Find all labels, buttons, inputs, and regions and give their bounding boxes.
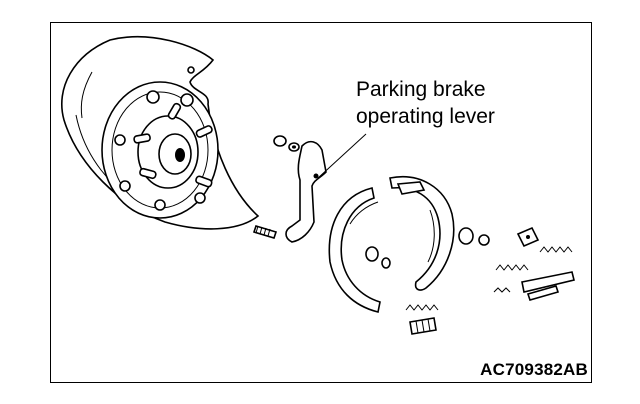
callout-line-2: operating lever: [356, 105, 495, 128]
callout-leader-line: [317, 133, 367, 179]
callout-label: Parking brake operating lever: [356, 76, 495, 130]
springs: [405, 246, 573, 311]
callout-line-1: Parking brake: [356, 78, 486, 101]
hold-down-parts: [365, 226, 540, 269]
adjuster-strut: [409, 271, 575, 335]
figure-code: AC709382AB: [480, 360, 588, 379]
lever-hardware: [252, 135, 300, 239]
brake-shoes: [328, 176, 455, 313]
hub-assembly: [101, 81, 219, 219]
parking-brake-lever: [285, 140, 327, 243]
